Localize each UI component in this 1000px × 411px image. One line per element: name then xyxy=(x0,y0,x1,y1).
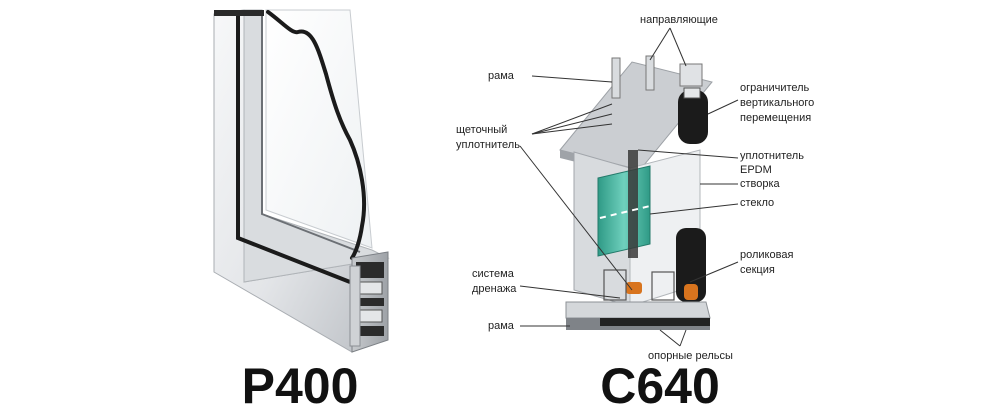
c640-glass xyxy=(597,165,651,257)
label-ogranichitel-1: ограничитель xyxy=(740,82,810,94)
p400-title: P400 xyxy=(242,358,359,411)
c640-top-rails xyxy=(611,55,703,99)
c640-limiter-top xyxy=(678,90,708,144)
p400-glass-cut-edge xyxy=(266,10,367,260)
leader-lines xyxy=(519,27,739,347)
label-ogranichitel-3: перемещения xyxy=(740,112,812,124)
label-rama-bottom: рама xyxy=(488,320,514,332)
label-sistema-drenazha-1: система xyxy=(472,268,514,280)
label-shchetochny-1: щеточный xyxy=(456,124,508,136)
p400-profile-illustration xyxy=(213,9,390,353)
label-shchetochny-2: уплотнитель xyxy=(456,139,520,151)
c640-bottom-frame xyxy=(565,301,711,319)
label-stvorka: створка xyxy=(740,178,780,190)
label-ogranichitel-2: вертикального xyxy=(740,97,815,109)
c640-roller-orange xyxy=(684,284,698,300)
label-uplotnitel-epdm-2: EPDM xyxy=(740,164,772,176)
p400-top-edge xyxy=(214,10,264,16)
label-napravlyayushchie: направляющие xyxy=(640,14,718,26)
p400-glass-pane xyxy=(265,9,373,249)
c640-profile-illustration xyxy=(559,55,713,330)
label-uplotnitel-epdm-1: уплотнитель xyxy=(740,150,804,162)
label-rolikovaya-2: секция xyxy=(740,264,775,276)
p400-cross-section xyxy=(349,251,389,353)
p400-seal-inner xyxy=(236,14,351,284)
c640-roller-block xyxy=(676,228,706,302)
label-rama-top: рама xyxy=(488,70,514,82)
label-sistema-drenazha-2: дренажа xyxy=(472,283,517,295)
c640-drain-orange xyxy=(626,282,642,294)
label-opornye-relsy: опорные рельсы xyxy=(648,350,733,362)
p400-seal-step xyxy=(261,12,361,253)
c640-title: C640 xyxy=(600,358,720,411)
label-rolikovaya-1: роликовая xyxy=(740,249,794,261)
c640-glass-spacer xyxy=(628,150,638,258)
label-steklo: стекло xyxy=(740,197,775,209)
